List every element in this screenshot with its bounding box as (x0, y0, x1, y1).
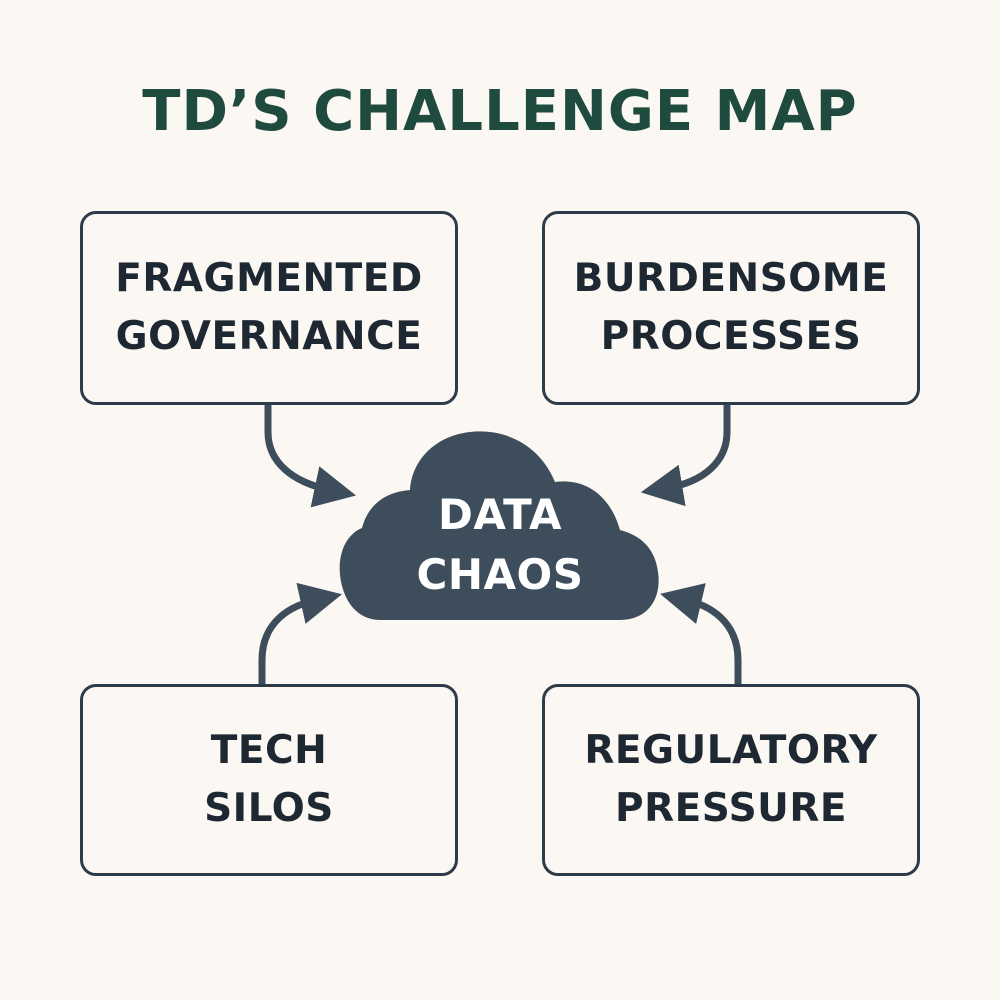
arrow-processes-to-chaos-icon (640, 402, 731, 507)
node-tech-silos: TECH SILOS (80, 684, 458, 876)
center-node-label: DATA CHAOS (340, 475, 660, 615)
node-line-2: GOVERNANCE (115, 314, 423, 359)
node-line-2: SILOS (204, 786, 334, 831)
node-line-1: BURDENSOME (573, 256, 889, 301)
arrow-silos-to-chaos-icon (258, 582, 342, 687)
node-burdensome-processes: BURDENSOME PROCESSES (542, 211, 920, 405)
center-line-2: CHAOS (416, 550, 584, 599)
node-line-1: REGULATORY (584, 728, 878, 773)
node-line-1: TECH (210, 728, 328, 773)
node-fragmented-governance: FRAGMENTED GOVERNANCE (80, 211, 458, 405)
node-regulatory-pressure: REGULATORY PRESSURE (542, 684, 920, 876)
diagram-title: TD’S CHALLENGE MAP (142, 79, 858, 144)
arrow-governance-to-chaos-icon (264, 402, 357, 508)
arrow-pressure-to-chaos-icon (660, 583, 742, 687)
center-line-1: DATA (437, 490, 562, 539)
node-line-2: PROCESSES (600, 314, 862, 359)
node-line-1: FRAGMENTED (115, 256, 423, 301)
node-line-2: PRESSURE (614, 786, 848, 831)
